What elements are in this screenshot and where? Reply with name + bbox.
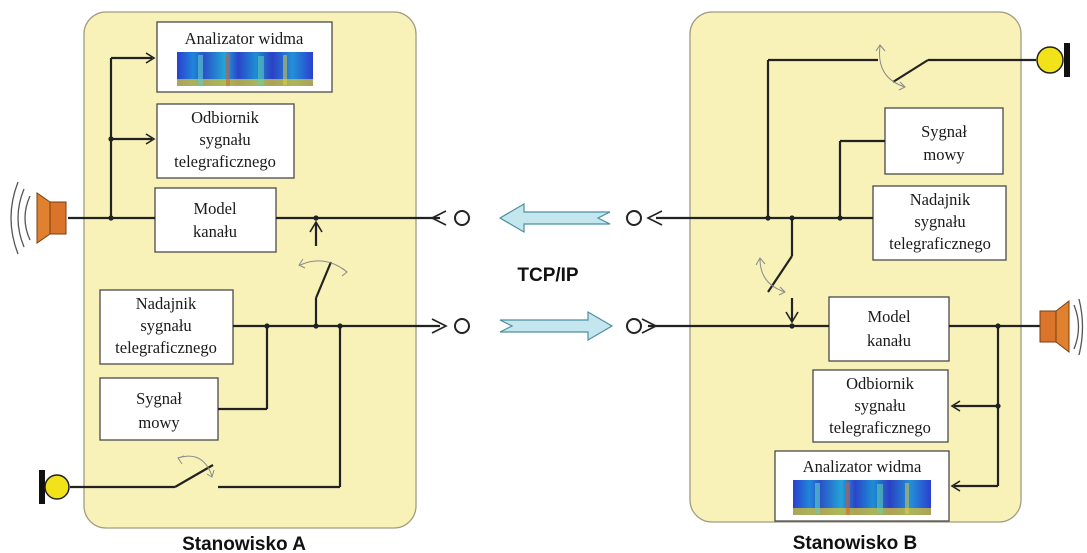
microphone-icon xyxy=(39,470,70,504)
channel-model-b-line-1: Model xyxy=(867,307,910,326)
port-a-in xyxy=(454,210,470,226)
microphone-icon-b xyxy=(1036,43,1070,77)
channel-model-a: Model kanału xyxy=(154,187,277,253)
tcp-ip-label: TCP/IP xyxy=(517,265,579,286)
port-b-in xyxy=(626,318,642,334)
speech-b-line-2: mowy xyxy=(923,145,965,164)
telegraph-transmitter-a: Nadajnik sygnału telegraficznego xyxy=(99,289,234,365)
station-b-panel xyxy=(689,11,1022,523)
receiver-line-2: sygnału xyxy=(199,130,250,149)
wiring-b xyxy=(641,44,1040,492)
transmitter-b-line-1: Nadajnik xyxy=(910,190,971,209)
transmitter-b-line-3: telegraficznego xyxy=(889,234,991,253)
link: TCP/IP xyxy=(498,202,614,342)
channel-model-b-line-2: kanału xyxy=(867,331,911,350)
speech-line-1: Sygnał xyxy=(136,389,182,408)
speech-line-2: mowy xyxy=(138,413,180,432)
station-b: Sygnał mowy Nadajnik sygnału telegraficz… xyxy=(626,11,1084,553)
speech-b-line-1: Sygnał xyxy=(921,122,967,141)
speaker-icon xyxy=(10,181,67,255)
channel-model-line-1: Model xyxy=(193,199,236,218)
receiver-b-line-3: telegraficznego xyxy=(829,418,931,437)
link-arrow-left xyxy=(498,202,611,234)
transmitter-line-3: telegraficznego xyxy=(115,338,217,357)
receiver-b-line-2: sygnału xyxy=(854,396,905,415)
speech-signal-b: Sygnał mowy xyxy=(884,107,1004,175)
speaker-icon-b xyxy=(1039,298,1084,356)
receiver-b-line-1: Odbiornik xyxy=(846,374,915,393)
analyzer-b-label: Analizator widma xyxy=(803,457,922,476)
telegraph-transmitter-b: Nadajnik sygnału telegraficznego xyxy=(872,185,1007,261)
analyzer-label: Analizator widma xyxy=(185,29,304,48)
telegraph-receiver-b: Odbiornik sygnału telegraficznego xyxy=(812,369,949,443)
channel-model-b: Model kanału xyxy=(828,296,950,362)
station-b-label: Stanowisko B xyxy=(793,533,918,553)
port-b-out xyxy=(626,210,642,226)
spectrum-analyzer-b: Analizator widma xyxy=(774,450,950,522)
telegraph-receiver-a: Odbiornik sygnału telegraficznego xyxy=(156,103,295,179)
link-arrow-right xyxy=(499,310,614,342)
wiring-a xyxy=(68,52,448,489)
spectrogram-image-b xyxy=(793,480,931,515)
port-a-out xyxy=(454,318,470,334)
spectrum-analyzer-a: Analizator widma xyxy=(156,21,333,93)
receiver-line-3: telegraficznego xyxy=(174,152,276,171)
spectrogram-image xyxy=(177,52,313,86)
station-a-label: Stanowisko A xyxy=(182,534,306,553)
receiver-line-1: Odbiornik xyxy=(191,108,260,127)
speech-signal-a: Sygnał mowy xyxy=(99,377,219,441)
transmitter-line-2: sygnału xyxy=(140,316,191,335)
transmitter-line-1: Nadajnik xyxy=(136,294,197,313)
channel-model-line-2: kanału xyxy=(193,222,237,241)
transmitter-b-line-2: sygnału xyxy=(914,212,965,231)
station-a: Analizator widma Odbiornik sygnału teleg… xyxy=(10,11,470,553)
